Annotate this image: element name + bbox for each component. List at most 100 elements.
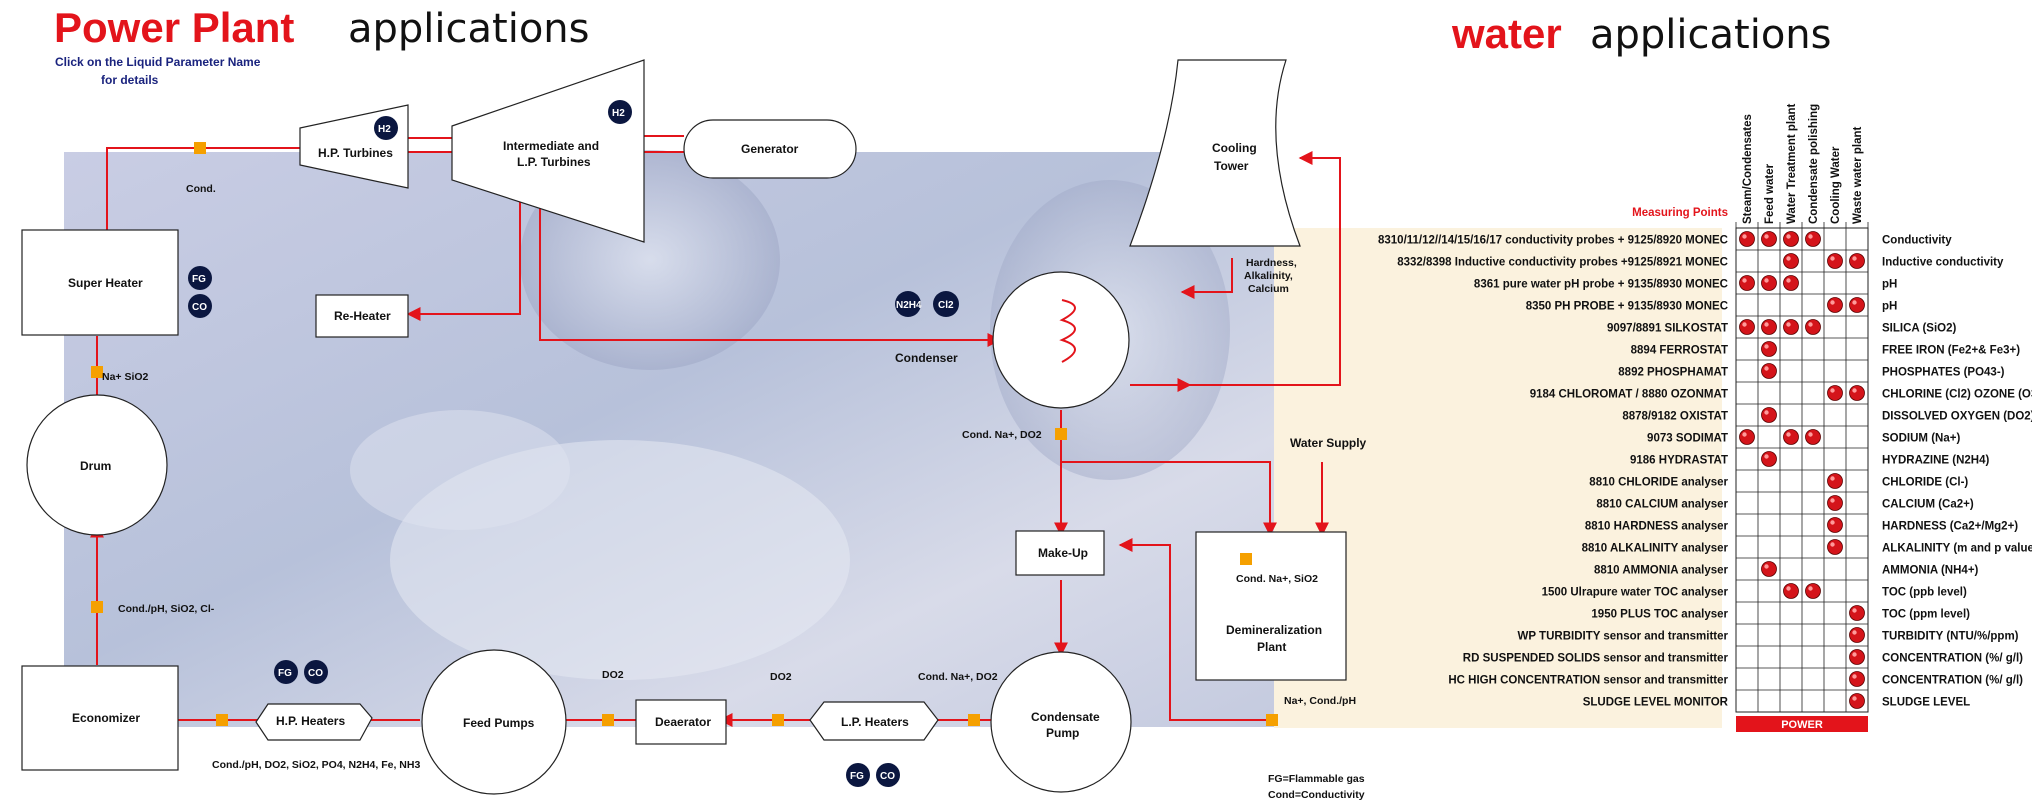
table-row[interactable]: 8361 pure water pH probe + 9135/8930 MON… [1474,275,1897,291]
parameter-name[interactable]: CHLORIDE (Cl-) [1882,477,1968,489]
measure-dot [1805,231,1821,247]
parameter-name[interactable]: HYDRAZINE (N2H4) [1882,455,1990,467]
svg-text:Condenser: Condenser [895,351,958,365]
measure-dot-highlight [1742,322,1747,327]
title-water: water [1451,10,1562,57]
node-deaerator[interactable]: Deaerator [635,699,727,745]
table-row[interactable]: 8810 ALKALINITY analyser ALKALINITY (m an… [1582,539,2032,555]
node-economizer[interactable]: Economizer [21,665,179,771]
measure-dot-highlight [1852,630,1857,635]
table-row[interactable]: RD SUSPENDED SOLIDS sensor and transmitt… [1463,649,2023,665]
table-row[interactable]: HC HIGH CONCENTRATION sensor and transmi… [1448,671,2023,687]
label-na-sio2: Na+ SiO2 [102,371,149,383]
table-row[interactable]: 8810 CHLORIDE analyser CHLORIDE (Cl-) [1589,473,1968,489]
table-row[interactable]: 9073 SODIMAT SODIUM (Na+) [1647,429,1960,445]
measure-dot-highlight [1852,608,1857,613]
parameter-name[interactable]: DISSOLVED OXYGEN (DO2) [1882,411,2032,423]
node-feed-pumps[interactable]: Feed Pumps [421,649,567,795]
parameter-name[interactable]: CHLORINE (Cl2) OZONE (O3) [1882,389,2032,401]
instrument-name: 8810 ALKALINITY analyser [1582,543,1729,555]
parameter-name[interactable]: AMMONIA (NH4+) [1882,565,1979,577]
measure-dot-highlight [1830,542,1835,547]
node-super-heater[interactable]: Super Heater [21,229,179,336]
instrument-name: 8810 CALCIUM analyser [1596,499,1728,511]
parameter-name[interactable]: SILICA (SiO2) [1882,323,1956,335]
measure-dot [1739,275,1755,291]
measure-dot [1783,583,1799,599]
measure-dot-highlight [1852,300,1857,305]
parameter-name[interactable]: TOC (ppm level) [1882,609,1970,621]
svg-text:CO: CO [192,302,207,313]
parameter-name[interactable]: SLUDGE LEVEL [1882,697,1970,709]
instrument-name: 8892 PHOSPHAMAT [1618,367,1728,379]
node-drum[interactable]: Drum [26,394,168,536]
measure-dot-highlight [1764,454,1769,459]
measure-dot-highlight [1786,322,1791,327]
column-header: Waste water plant [1852,126,1864,224]
parameter-labels[interactable]: Cond. Na+ SiO2 Cond./pH, SiO2, Cl- Hardn… [102,183,1356,771]
measure-dot [1805,429,1821,445]
measure-dot-highlight [1764,564,1769,569]
node-cooling-tower[interactable]: Cooling Tower [1129,59,1301,247]
svg-text:Intermediate and: Intermediate and [503,139,599,153]
svg-text:Deaerator: Deaerator [655,715,711,729]
table-row[interactable]: 8810 CALCIUM analyser CALCIUM (Ca2+) [1596,495,1974,511]
node-generator[interactable]: Generator [683,119,857,179]
svg-text:Re-Heater: Re-Heater [334,309,391,323]
svg-text:H2: H2 [612,108,625,119]
parameter-name[interactable]: pH [1882,301,1897,313]
measure-dot-highlight [1852,256,1857,261]
pipes [90,135,1341,727]
instrument-name: 8810 AMMONIA analyser [1594,565,1729,577]
parameter-name[interactable]: ALKALINITY (m and p value) [1882,543,2032,555]
column-header: Condensate polishing [1808,104,1820,224]
node-lp-heaters[interactable]: L.P. Heaters [809,701,939,741]
parameter-name[interactable]: HARDNESS (Ca2+/Mg2+) [1882,521,2018,533]
parameter-name[interactable]: Inductive conductivity [1882,257,2004,269]
parameter-name[interactable]: TURBIDITY (NTU/%/ppm) [1882,631,2019,643]
table-row[interactable]: 8310/11/12//14/15/16/17 conductivity pro… [1378,231,1952,247]
h2-icon: H2 [608,100,632,124]
node-condenser[interactable]: Condenser [895,271,1130,409]
parameter-name[interactable]: TOC (ppb level) [1882,587,1967,599]
node-lp-turbines[interactable]: Intermediate and L.P. Turbines [451,59,645,243]
measure-dot-highlight [1852,652,1857,657]
parameter-name[interactable]: FREE IRON (Fe2+& Fe3+) [1882,345,2020,357]
parameter-name[interactable]: PHOSPHATES (PO43-) [1882,367,2005,379]
svg-text:FG: FG [278,668,292,679]
measure-dot [1739,319,1755,335]
parameter-name[interactable]: CONCENTRATION (%/ g/l) [1882,653,2023,665]
measuring-points-label: Measuring Points [1632,207,1728,219]
table-row[interactable]: 8332/8398 Inductive conductivity probes … [1397,253,2004,269]
table-row[interactable]: 8810 AMMONIA analyser AMMONIA (NH4+) [1594,561,1979,577]
measure-dot [1783,231,1799,247]
power-footer-bar [1736,716,1868,732]
parameter-name[interactable]: pH [1882,279,1897,291]
label-cond-na-do2-bottom: Cond. Na+, DO2 [918,671,998,683]
measure-dot-highlight [1830,520,1835,525]
parameter-name[interactable]: CALCIUM (Ca2+) [1882,499,1974,511]
measure-dot [1739,429,1755,445]
node-re-heater[interactable]: Re-Heater [315,294,409,338]
table-row[interactable]: 8892 PHOSPHAMAT PHOSPHATES (PO43-) [1618,363,2005,379]
instrument-name: 8810 CHLORIDE analyser [1589,477,1728,489]
parameter-name[interactable]: CONCENTRATION (%/ g/l) [1882,675,2023,687]
parameter-name[interactable]: Conductivity [1882,235,1952,247]
parameter-name[interactable]: SODIUM (Na+) [1882,433,1960,445]
instrument-name: 9073 SODIMAT [1647,433,1728,445]
node-demineralization-plant[interactable]: Demineralization Plant [1195,531,1347,681]
node-hp-heaters[interactable]: H.P. Heaters [255,703,373,741]
node-make-up[interactable]: Make-Up [1015,530,1105,576]
node-condensate-pump[interactable]: Condensate Pump [990,651,1132,793]
